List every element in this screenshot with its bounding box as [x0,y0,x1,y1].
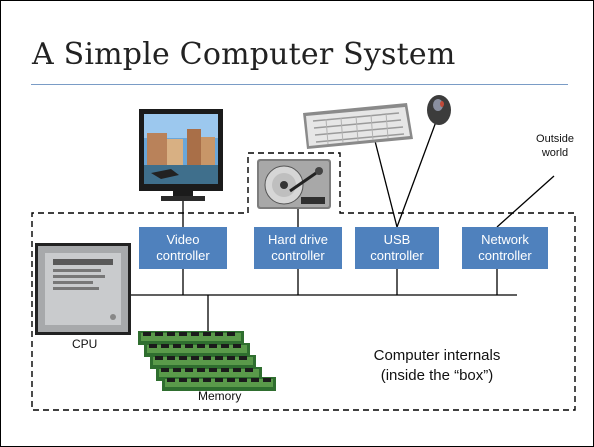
usb-controller-line2: controller [370,248,424,263]
computer-internals-label: Computer internals (inside the “box”) [362,346,512,386]
slide-title: A Simple Computer System [32,37,456,72]
title-underline [31,84,568,85]
usb-controller: USB controller [355,227,439,269]
cpu-chip-picture [35,243,131,335]
outside-world-line2: world [541,147,569,159]
hard-drive-controller-line2: controller [271,248,325,263]
video-controller: Video controller [139,227,227,269]
network-controller-line1: Network [481,232,529,247]
network-controller: Network controller [462,227,548,269]
hard-drive-picture [257,159,331,209]
video-controller-line1: Video [166,232,200,247]
keyboard-picture [303,103,413,149]
mouse-picture [427,95,451,125]
memory-modules-picture [138,331,276,391]
video-controller-line2: controller [156,248,210,263]
cpu-label: CPU [72,337,98,351]
computer-internals-line2: (inside the “box”) [380,367,494,384]
outside-world-label: Outside world [529,132,581,160]
memory-label: Memory [198,389,242,403]
computer-box-boundary [31,152,576,411]
hard-drive-controller: Hard drive controller [254,227,342,269]
computer-internals-line1: Computer internals [373,347,501,364]
mouse-cable [396,118,438,228]
network-controller-line2: controller [478,248,532,263]
usb-controller-line1: USB [383,232,411,247]
keyboard-cable [374,140,398,228]
hard-drive-controller-line1: Hard drive [268,232,328,247]
network-cable [496,175,555,228]
monitor-picture [139,109,223,201]
outside-world-line1: Outside [536,133,574,145]
